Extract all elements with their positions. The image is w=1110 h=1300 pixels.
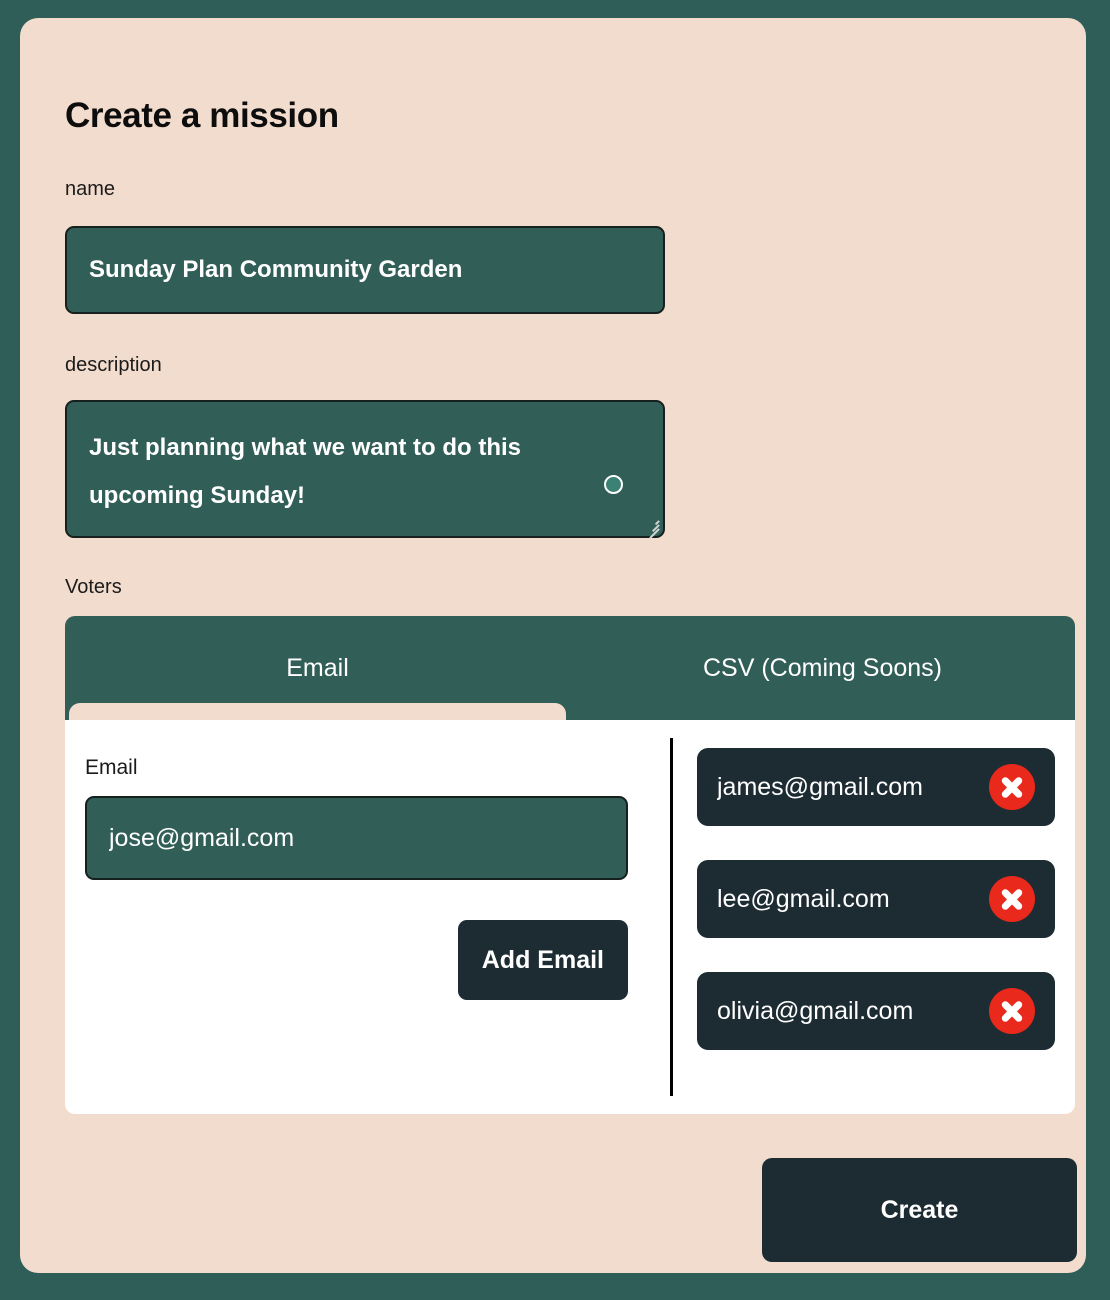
email-entry-pane: Email Add Email [65, 720, 670, 1114]
voters-section-label: Voters [65, 576, 122, 598]
tab-csv-label: CSV (Coming Soons) [703, 653, 942, 682]
mission-name-input[interactable] [65, 226, 665, 314]
description-field-wrapper [65, 400, 665, 539]
panel-divider [670, 738, 673, 1096]
tab-email[interactable]: Email [65, 616, 570, 720]
close-circle-icon[interactable] [989, 988, 1035, 1034]
tab-csv[interactable]: CSV (Coming Soons) [570, 616, 1075, 720]
list-item: james@gmail.com [697, 748, 1055, 826]
email-input[interactable] [85, 796, 628, 880]
voter-email: lee@gmail.com [717, 884, 890, 913]
voter-email: james@gmail.com [717, 772, 923, 801]
close-circle-icon[interactable] [989, 876, 1035, 922]
voter-email: olivia@gmail.com [717, 996, 914, 1025]
page-title: Create a mission [65, 96, 339, 135]
tab-csv-active-indicator [574, 703, 1071, 720]
create-mission-card: Create a mission name description Voters… [20, 18, 1086, 1273]
mission-description-textarea[interactable] [65, 400, 665, 538]
tab-email-label: Email [286, 653, 349, 682]
add-email-button[interactable]: Add Email [457, 920, 628, 1000]
email-input-label: Email [85, 756, 138, 779]
voters-tablist: Email CSV (Coming Soons) [65, 616, 1075, 720]
list-item: olivia@gmail.com [697, 972, 1055, 1050]
voters-section: Email CSV (Coming Soons) Email Add Email [65, 616, 1075, 1114]
name-field-label: name [65, 178, 116, 200]
text-cursor-indicator-icon [604, 475, 623, 494]
description-field-label: description [65, 354, 162, 376]
create-button[interactable]: Create [762, 1158, 1077, 1262]
voters-panel: Email Add Email james@gmail.com lee@gmai… [65, 720, 1075, 1114]
close-circle-icon[interactable] [989, 764, 1035, 810]
tab-email-active-indicator [69, 703, 566, 720]
list-item: lee@gmail.com [697, 860, 1055, 938]
add-email-row: Add Email [85, 920, 628, 1000]
voter-list: james@gmail.com lee@gmail.com olivia@gma… [673, 720, 1075, 1114]
